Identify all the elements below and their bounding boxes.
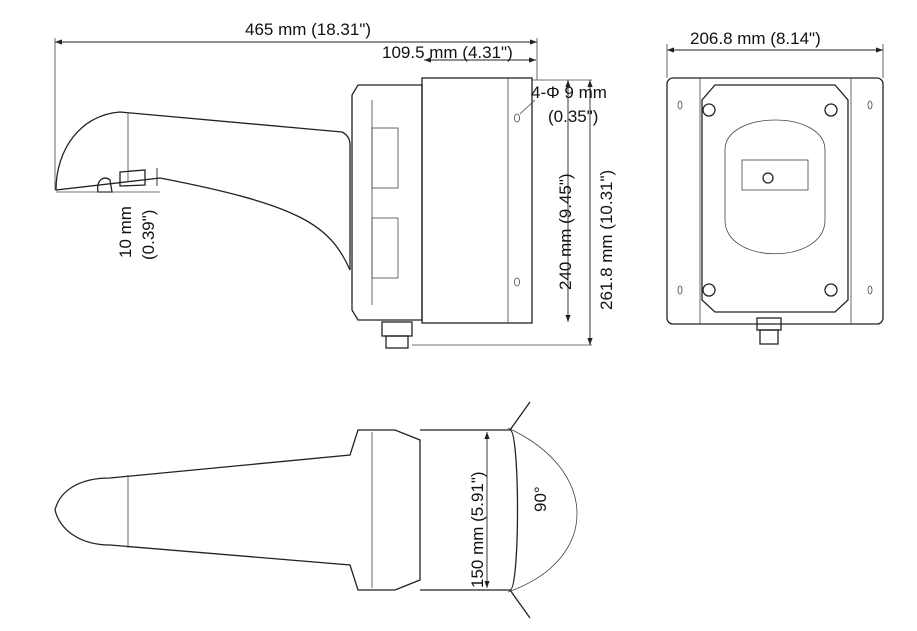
plate-height-label: 261.8 mm (10.31") bbox=[597, 170, 616, 310]
plate-width-label: 206.8 mm (8.14") bbox=[690, 29, 821, 48]
offset-label: 10 mm bbox=[116, 206, 135, 258]
overall-length-label: 465 mm (18.31") bbox=[245, 20, 371, 39]
angle-label: 90° bbox=[531, 486, 550, 512]
front-view-dimensions: 206.8 mm (8.14") bbox=[666, 29, 884, 78]
box-depth-label: 109.5 mm (4.31") bbox=[382, 43, 513, 62]
hole-spacing-label: 240 mm (9.45") bbox=[556, 173, 575, 290]
side-view bbox=[55, 77, 533, 349]
top-view: 150 mm (5.91") 90° bbox=[54, 401, 578, 619]
pole-spacing-label: 150 mm (5.91") bbox=[468, 471, 487, 588]
hole-spec-label: 4-Φ 9 mm bbox=[531, 83, 607, 102]
hole-spec-inch-label: (0.35") bbox=[548, 107, 598, 126]
side-view-dimensions: 465 mm (18.31") 109.5 mm (4.31") 4-Φ 9 m… bbox=[54, 20, 616, 346]
offset-inch-label: (0.39") bbox=[139, 210, 158, 260]
front-view bbox=[666, 77, 884, 345]
